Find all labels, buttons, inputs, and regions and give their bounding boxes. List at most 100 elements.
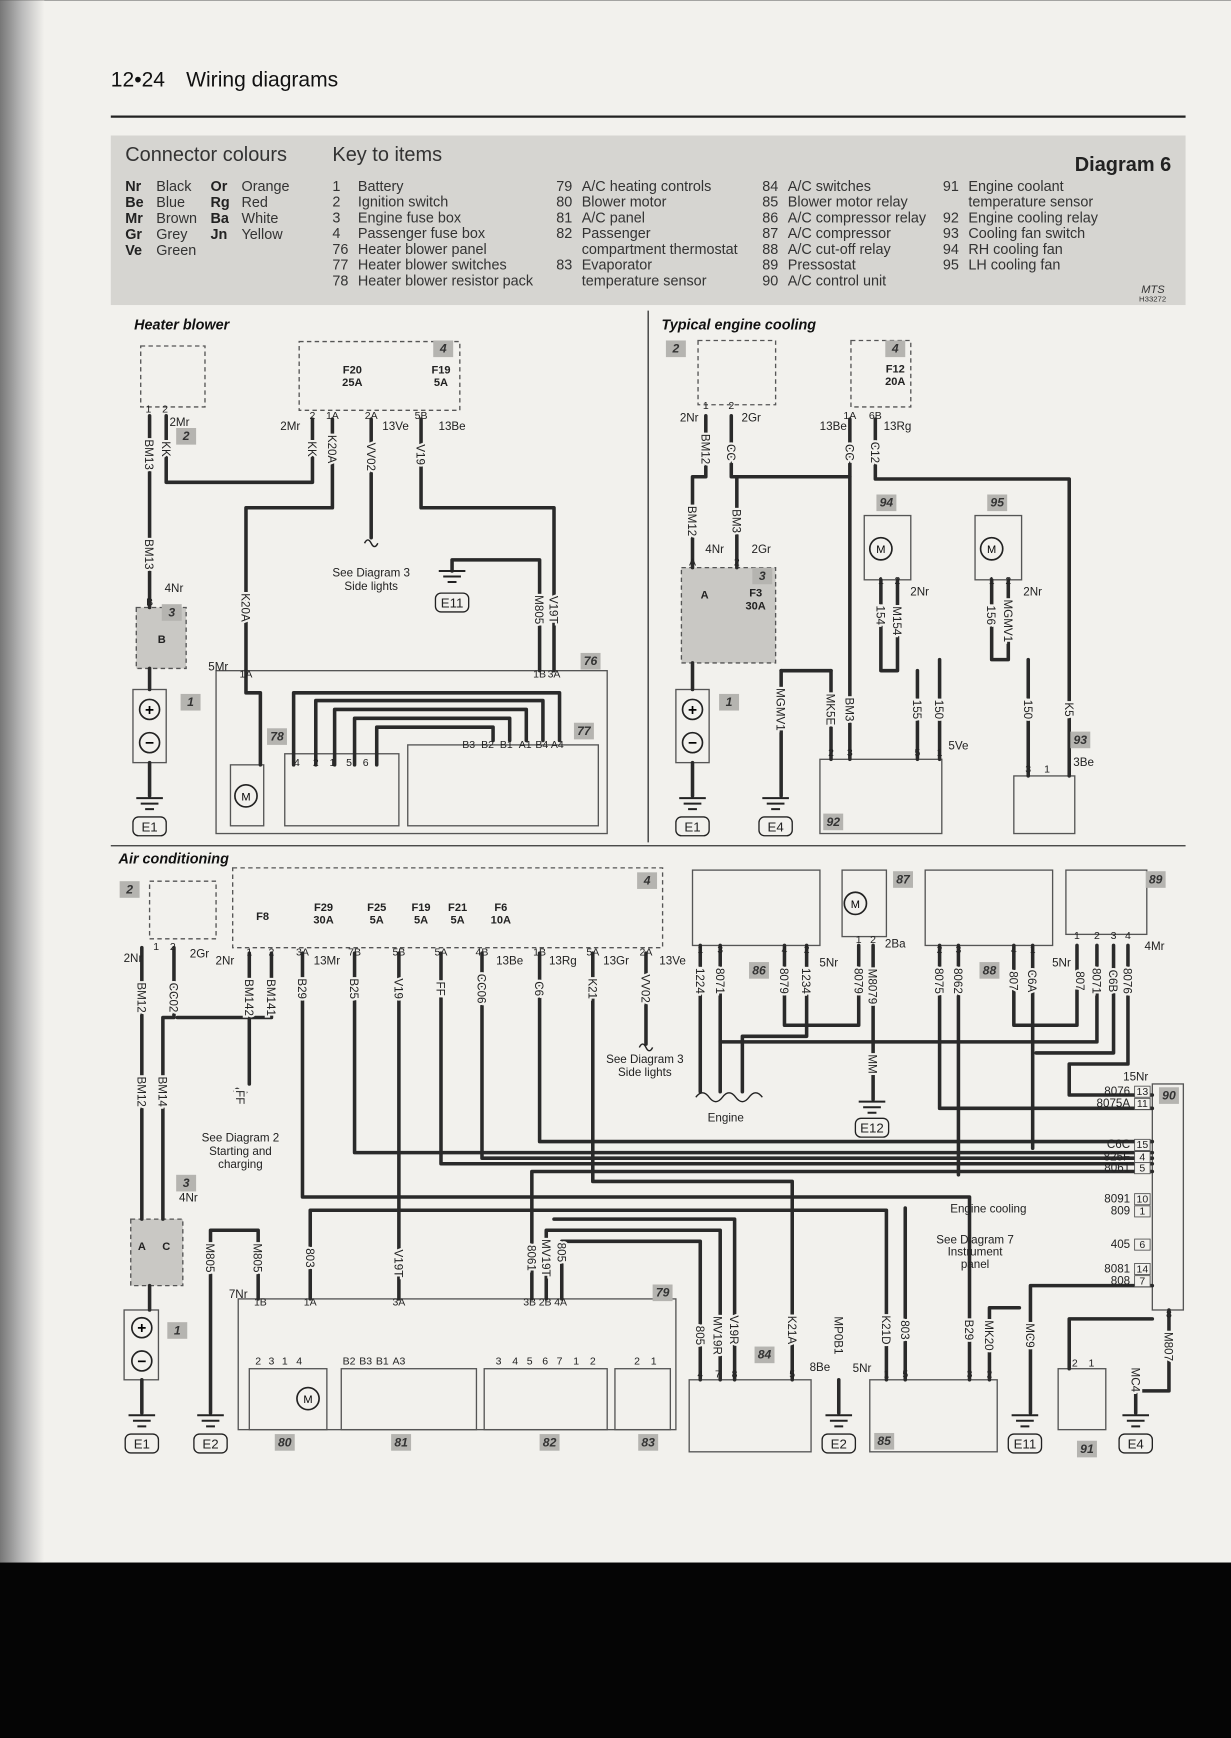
- item-badge: 2: [125, 882, 133, 896]
- connector-pin: B4: [535, 739, 548, 751]
- colour-code: Gr: [125, 227, 142, 243]
- connector-pin: A: [689, 556, 696, 568]
- cross-reference-note: See Diagram 7: [936, 1234, 1014, 1247]
- connector-pin: 8: [732, 1369, 738, 1381]
- control-unit-pin-box: [1134, 1085, 1151, 1098]
- wire: [175, 951, 274, 1020]
- control-unit-wire-label: 8081: [1104, 1262, 1130, 1275]
- connector-pin: 6: [542, 1355, 548, 1367]
- motor-glyph: M: [987, 544, 996, 556]
- wire-label: FF: [434, 982, 447, 996]
- ground-icon: [1011, 1414, 1039, 1428]
- item-badge-bg: [274, 1434, 295, 1451]
- item-badge-bg: [161, 604, 182, 621]
- key-item-number: 77: [332, 258, 348, 274]
- fuse-label: F19: [411, 902, 430, 914]
- wire-label: FF: [233, 1090, 246, 1104]
- key-item-number: 81: [556, 210, 572, 226]
- connector-pin: 1B: [533, 668, 546, 680]
- cross-reference-note: See Diagram 3: [606, 1053, 684, 1066]
- connector-label: 2Nr: [910, 585, 929, 598]
- component-box: [148, 880, 217, 940]
- wire-label: V19T: [547, 596, 560, 624]
- control-unit-wire-label: 809: [1111, 1205, 1130, 1218]
- continuation-icon: [638, 1043, 654, 1052]
- component-box: [298, 340, 461, 411]
- wire-label: C6A: [1025, 970, 1038, 993]
- fuse-label: F6: [494, 902, 507, 914]
- ground-label: E11: [441, 596, 464, 611]
- connector-pin: 7: [557, 1355, 563, 1367]
- ground-icon: [858, 1100, 886, 1114]
- wire: [352, 716, 512, 767]
- wire: [782, 943, 861, 1028]
- key-item-label: LH cooling fan: [968, 258, 1060, 274]
- ground-label-box: [675, 816, 710, 837]
- connector-label: 2Nr: [216, 954, 235, 967]
- connector-label: 3Be: [1073, 756, 1094, 769]
- connector-pin: 4A: [554, 1297, 567, 1309]
- fuse-label: A: [701, 590, 709, 602]
- fuse-label: 20A: [885, 376, 905, 388]
- connector-pin: 2: [313, 757, 319, 769]
- connector-pin: 2: [1072, 1357, 1078, 1369]
- wire-label: MV19R: [711, 1316, 724, 1355]
- connector-pin: 2: [734, 556, 740, 568]
- control-unit-pin-box: [1134, 1162, 1151, 1175]
- key-item-number: 87: [762, 226, 778, 242]
- wire-label: BM13: [142, 439, 155, 469]
- battery-sign: −: [137, 1353, 146, 1370]
- ground-label-box: [1118, 1433, 1153, 1454]
- connector-pin: 5: [789, 1369, 795, 1381]
- wire-label: C6: [532, 981, 545, 996]
- connector-pin: 2: [728, 400, 734, 412]
- component-box: [869, 1379, 998, 1453]
- wire: [480, 951, 1155, 1160]
- wire: [374, 725, 495, 767]
- connector-label: 5Nr: [1052, 957, 1071, 970]
- wire: [1012, 943, 1079, 1028]
- component-box: [614, 1368, 672, 1431]
- wire: [244, 417, 335, 673]
- key-panel: [110, 135, 1186, 306]
- item-badge: 4: [643, 874, 651, 888]
- ground-label-box: [193, 1433, 228, 1454]
- continuation-icon: [233, 1087, 248, 1096]
- connector-pin: 1: [1044, 764, 1050, 776]
- wire-label: 1234: [799, 968, 812, 994]
- relay-pin: 2: [804, 944, 810, 956]
- control-unit-wire-label: 8061: [1104, 1161, 1130, 1174]
- control-unit-wire-label: C6C: [1107, 1138, 1130, 1151]
- ground-icon: [825, 1414, 853, 1428]
- fuse-label: F12: [886, 364, 905, 376]
- key-item-number: 4: [332, 226, 340, 242]
- component-box: [688, 1379, 812, 1453]
- connector-label: 13Be: [820, 420, 847, 433]
- connector-label: 13Be: [496, 954, 523, 967]
- relay-pin: 1: [856, 934, 862, 946]
- wire-label: CC02: [167, 983, 180, 1013]
- item-badge: 1: [726, 695, 733, 709]
- colour-name: Grey: [156, 227, 188, 243]
- component-box: [229, 764, 265, 827]
- key-item-label: Heater blower resistor pack: [358, 273, 534, 289]
- battery-sign: +: [137, 1320, 146, 1337]
- colour-code: Nr: [125, 179, 141, 195]
- connector-pin: B2: [343, 1355, 356, 1367]
- wire: [244, 668, 263, 767]
- wire-label: M805: [251, 1243, 264, 1272]
- connector-label: 2Gr: [752, 543, 772, 556]
- key-item-number: 84: [762, 179, 778, 195]
- wire: [1067, 1317, 1155, 1371]
- connector-pin: 1A: [240, 668, 253, 680]
- colour-name: Blue: [156, 195, 185, 211]
- item-badge-bg: [719, 693, 740, 711]
- connector-label: 13Be: [438, 420, 465, 433]
- item-badge-bg: [573, 722, 594, 740]
- motor-icon: [868, 536, 893, 561]
- wire: [332, 707, 529, 767]
- wire-label: 803: [303, 1248, 316, 1267]
- key-item-label: Passenger: [582, 226, 651, 242]
- relay-pin: 2: [937, 944, 943, 956]
- ground-point: E1: [675, 797, 710, 837]
